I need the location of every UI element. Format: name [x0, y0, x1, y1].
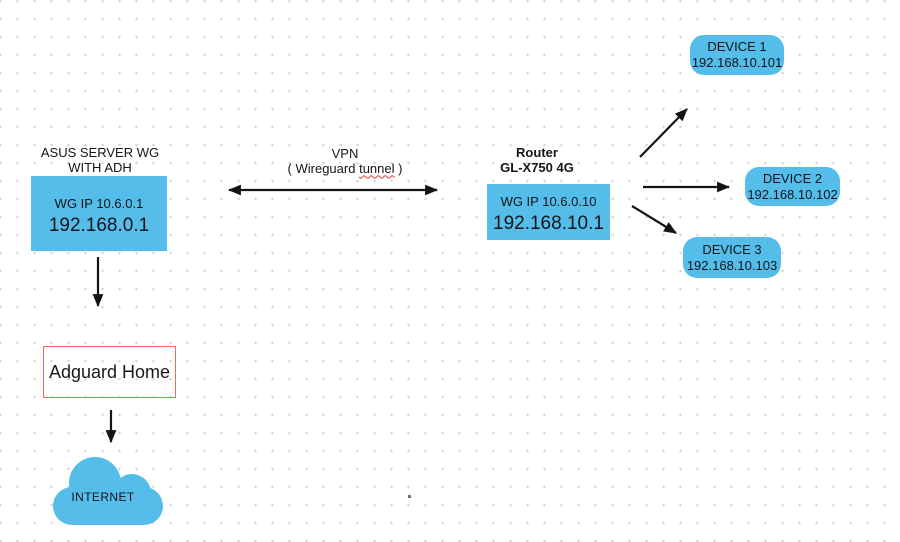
- vpn-subtitle-prefix: ( Wireguard: [287, 160, 360, 176]
- router-lan-ip: 192.168.10.1: [493, 213, 604, 234]
- vpn-subtitle: ( Wireguard tunnel ): [245, 160, 445, 177]
- asus-server-label-line2: WITH ADH: [68, 159, 132, 175]
- router-node: WG IP 10.6.0.10 192.168.10.1: [487, 184, 610, 240]
- device-1-node: DEVICE 1 192.168.10.101: [690, 35, 784, 75]
- router-to-device3-arrow: [631, 205, 677, 234]
- asus-lan-ip: 192.168.0.1: [48, 214, 150, 236]
- asus-server-node: WG IP 10.6.0.1 192.168.0.1: [31, 176, 167, 251]
- device-2-name: DEVICE 2: [762, 170, 823, 186]
- vpn-subtitle-suffix: ): [394, 160, 403, 176]
- asus-server-label-line1: ASUS SERVER WG: [40, 145, 160, 160]
- adguard-home-label: Adguard Home: [48, 361, 171, 382]
- vpn-subtitle-word-tunnel: tunnel: [359, 160, 395, 176]
- vpn-link-label: VPN ( Wireguard tunnel ): [245, 146, 445, 177]
- device-3-ip: 192.168.10.103: [686, 257, 778, 273]
- asus-server-label: ASUS SERVER WG WITH ADH: [20, 145, 180, 175]
- router-wg-ip: WG IP 10.6.0.10: [500, 194, 597, 209]
- asus-wg-ip: WG IP 10.6.0.1: [54, 195, 144, 211]
- router-label-line2: GL-X750 4G: [500, 159, 574, 175]
- device-2-node: DEVICE 2 192.168.10.102: [745, 167, 840, 206]
- internet-label: INTERNET: [71, 490, 135, 504]
- router-label-line1: Router: [516, 145, 558, 160]
- stray-mark: [408, 495, 411, 498]
- adguard-home-node: Adguard Home: [43, 346, 176, 398]
- cloud-icon: [53, 457, 163, 525]
- router-label: Router GL-X750 4G: [457, 145, 617, 175]
- device-3-node: DEVICE 3 192.168.10.103: [683, 237, 781, 278]
- vpn-title: VPN: [331, 146, 359, 161]
- device-1-ip: 192.168.10.101: [691, 55, 783, 70]
- device-1-name: DEVICE 1: [707, 39, 767, 55]
- device-3-name: DEVICE 3: [702, 241, 762, 257]
- device-2-ip: 192.168.10.102: [747, 186, 838, 202]
- router-to-device1-arrow: [639, 108, 688, 158]
- internet-cloud-node: INTERNET: [51, 453, 165, 527]
